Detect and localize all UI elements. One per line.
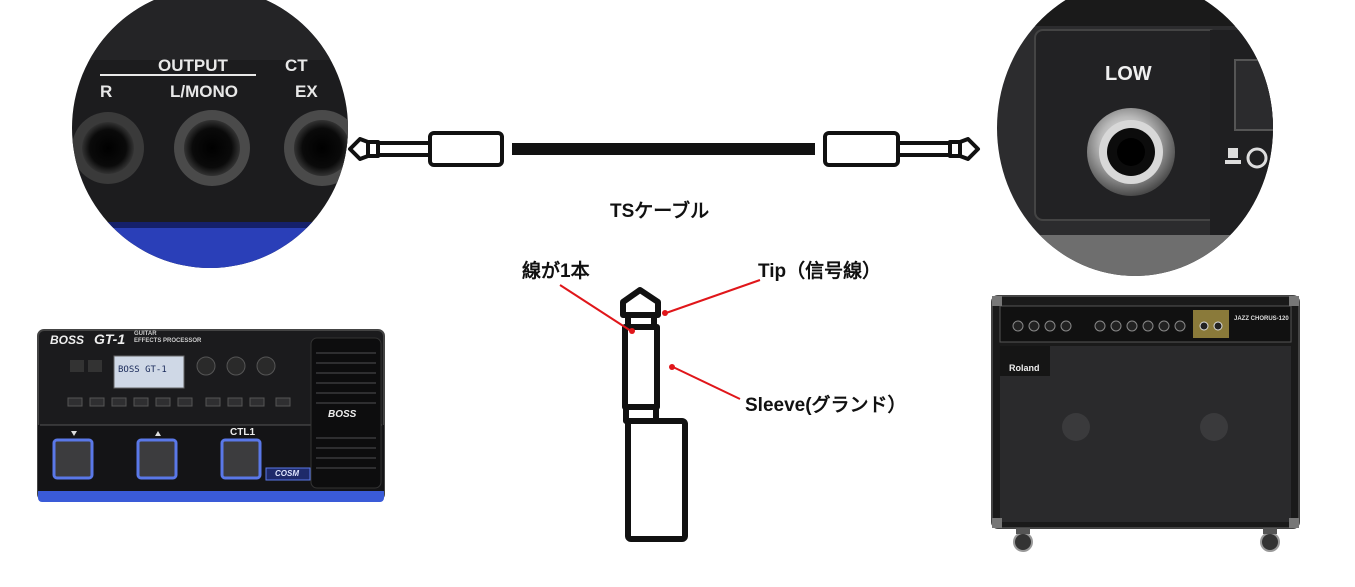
cable-wire (512, 143, 815, 155)
amplifier-model: JAZZ CHORUS-120 (1234, 316, 1289, 322)
effects-unit-side-logo: BOSS (328, 409, 357, 420)
amp-input-label: LOW (1105, 63, 1152, 85)
cosm-badge: COSM (275, 469, 299, 478)
sleeve-label: Sleeve(グランド） (745, 395, 907, 416)
amp-input-closeup: LOW (997, 0, 1273, 276)
jack-label-ct: CT (285, 56, 308, 75)
cable-label: TSケーブル (610, 201, 710, 222)
effects-unit-lcd-text: BOSS GT-1 (118, 365, 167, 375)
effects-unit-subtitle-1: GUITAR (134, 331, 157, 337)
footswitch-ctl1-label: CTL1 (230, 427, 255, 438)
effects-unit-body (37, 329, 385, 502)
amplifier: Roland JAZZ CHORUS-120 (988, 292, 1303, 557)
ts-cable (348, 131, 980, 167)
effects-unit-model: GT-1 (94, 331, 126, 347)
amplifier-body (991, 295, 1300, 552)
jack-label-r: R (100, 82, 112, 101)
jack-label-ex: EX (295, 82, 318, 101)
output-panel-closeup: OUTPUT R L/MONO CT EX (72, 0, 348, 268)
effects-unit-brand: BOSS (50, 333, 85, 347)
effects-unit: BOSS GT-1 GUITAR EFFECTS PROCESSOR BOSS … (36, 328, 386, 504)
effects-unit-subtitle-2: EFFECTS PROCESSOR (134, 338, 202, 344)
output-section-label: OUTPUT (158, 56, 229, 75)
tip-label: Tip（信号線） (758, 261, 882, 282)
wire-note-label: 線が1本 (522, 261, 590, 282)
jack-label-lmono: L/MONO (170, 82, 238, 101)
amplifier-brand: Roland (1009, 363, 1040, 373)
plug-diagram (620, 287, 688, 542)
